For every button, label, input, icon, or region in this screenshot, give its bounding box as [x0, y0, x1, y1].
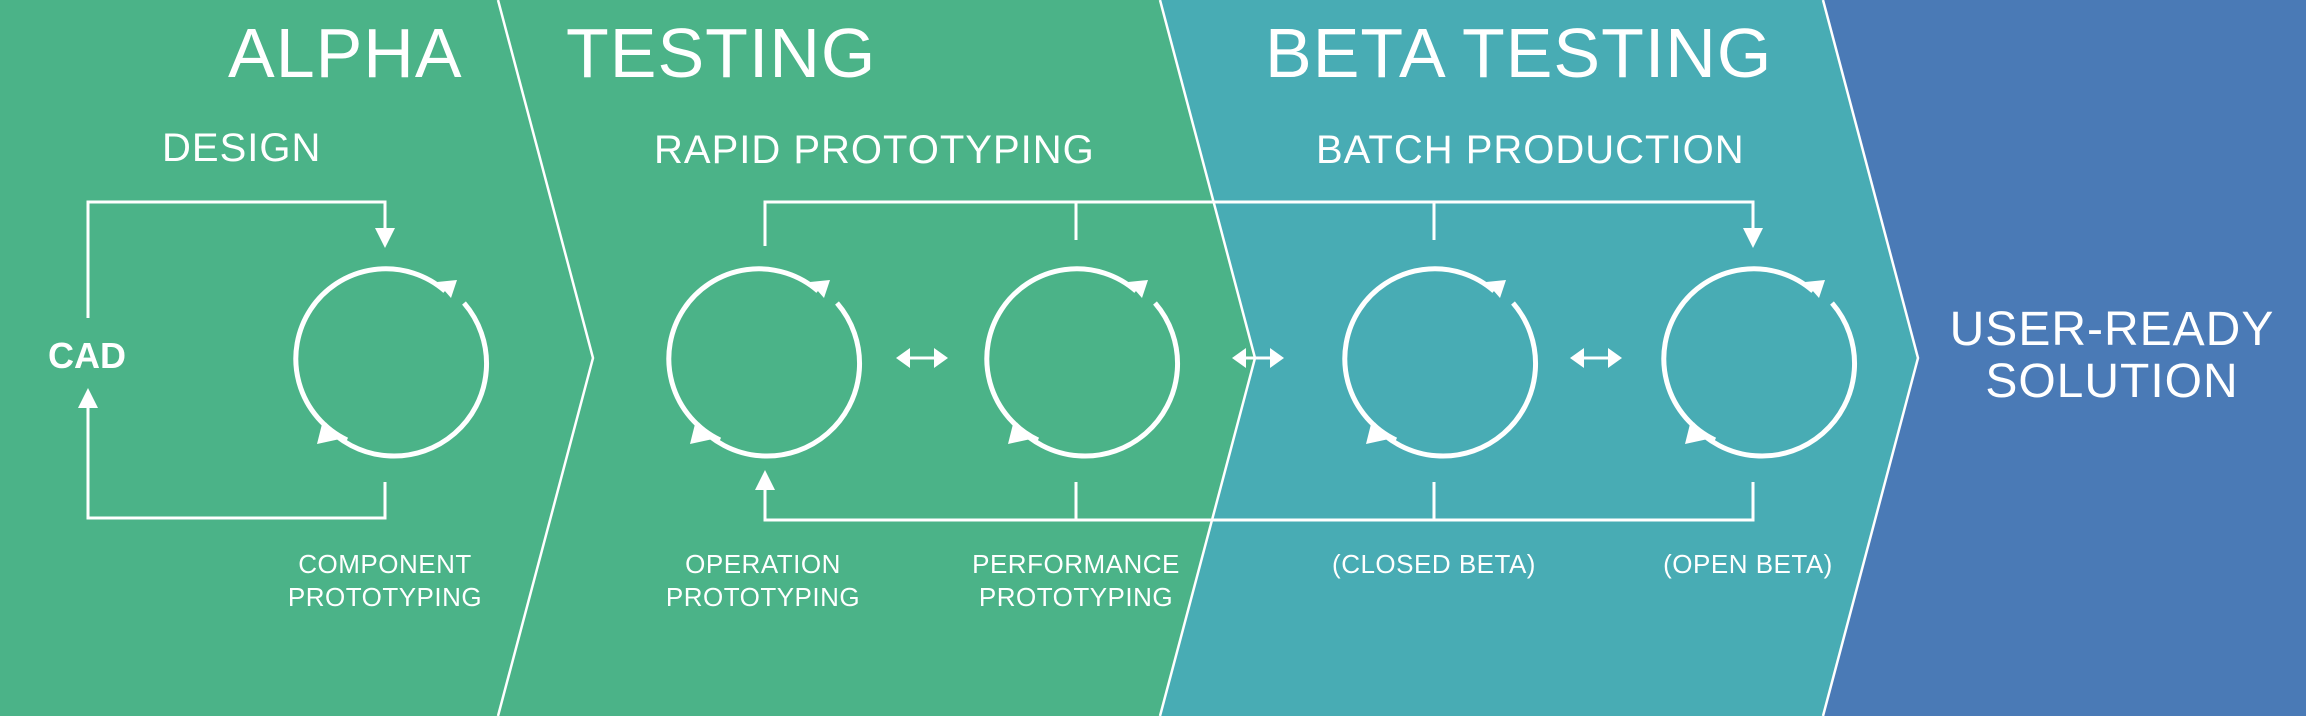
cycle-icon: [1342, 266, 1538, 459]
subtitle-design: DESIGN: [162, 126, 322, 170]
arrow-head-icon: [755, 470, 775, 490]
subtitle-rapid-prototyping: RAPID PROTOTYPING: [654, 128, 1095, 172]
divider-alpha-testing: [496, 0, 595, 716]
bottom-bus-line: [763, 482, 1755, 522]
cycle-icon: [984, 266, 1180, 459]
beta-band: [1160, 0, 1918, 716]
cad-bottom-loop: [86, 408, 387, 520]
caption-line: (CLOSED BETA): [1332, 549, 1536, 579]
caption-operation-prototyping: OPERATION PROTOTYPING: [643, 548, 883, 614]
connector-lines: [86, 200, 1755, 522]
cycle-icon: [666, 266, 862, 459]
double-arrow-icon: [896, 348, 948, 368]
arrow-heads: [78, 228, 1763, 490]
caption-performance-prototyping: PERFORMANCE PROTOTYPING: [946, 548, 1206, 614]
caption-line: PROTOTYPING: [287, 582, 483, 612]
caption-line: COMPONENT: [298, 549, 472, 579]
subtitle-batch-production: BATCH PRODUCTION: [1316, 128, 1745, 172]
arrow-head-icon: [375, 228, 395, 248]
caption-line: OPERATION: [685, 549, 841, 579]
cycles: [293, 266, 1857, 459]
arrow-head-icon: [1743, 228, 1763, 248]
testing-band: [498, 0, 1255, 716]
caption-closed-beta: (CLOSED BETA): [1314, 548, 1554, 581]
double-arrows: [896, 348, 1622, 368]
caption-component-prototyping: COMPONENT PROTOTYPING: [265, 548, 505, 614]
caption-line: (OPEN BETA): [1663, 549, 1833, 579]
solution-line: SOLUTION: [1985, 355, 2239, 408]
caption-open-beta: (OPEN BETA): [1628, 548, 1868, 581]
solution-line: USER-READY: [1949, 303, 2275, 356]
stage-title-beta-testing: BETA TESTING: [1265, 14, 1773, 92]
top-bus-line: [763, 200, 1755, 246]
solution-band: [1823, 0, 2306, 716]
stage-title-alpha: ALPHA: [228, 14, 463, 92]
double-arrow-icon: [1232, 348, 1284, 368]
cad-top-loop: [86, 200, 387, 318]
caption-line: PERFORMANCE: [972, 549, 1180, 579]
stage-title-testing: TESTING: [566, 14, 877, 92]
caption-line: PROTOTYPING: [665, 582, 861, 612]
cycle-icon: [293, 266, 489, 459]
divider-beta-solution: [1821, 0, 1920, 716]
arrow-head-icon: [78, 388, 98, 408]
double-arrow-icon: [1570, 348, 1622, 368]
cad-label: CAD: [48, 335, 126, 376]
caption-line: PROTOTYPING: [978, 582, 1174, 612]
cycle-icon: [1661, 266, 1857, 459]
stage-title-user-ready-solution: USER-READY SOLUTION: [1932, 304, 2292, 408]
